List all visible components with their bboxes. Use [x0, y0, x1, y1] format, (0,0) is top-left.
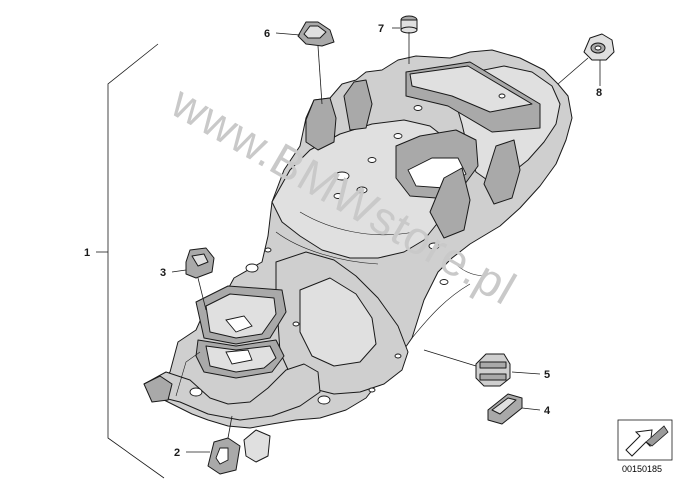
rubber-damper-part-5 [475, 353, 511, 387]
callout-8: 8 [596, 87, 602, 99]
expansion-rivet-part-8 [583, 33, 615, 61]
leader-lines [96, 27, 601, 479]
clip-nut-part-3 [185, 247, 215, 279]
callout-3: 3 [160, 267, 166, 279]
callout-labels: 1 2 3 4 5 6 7 8 [84, 23, 602, 459]
bracket-clip-part-2 [207, 429, 271, 475]
callout-4: 4 [544, 405, 551, 417]
rear-frame-assembly [143, 49, 573, 429]
callout-2: 2 [174, 447, 180, 459]
diagram-reference-number: 00150185 [622, 464, 662, 474]
callout-1: 1 [84, 247, 90, 259]
grommet-part-7 [400, 15, 418, 34]
view-direction-box: 00150185 [617, 419, 673, 474]
callout-6: 6 [264, 28, 270, 40]
rubber-pad-part-4 [487, 393, 523, 425]
callout-5: 5 [544, 369, 550, 381]
arrow-icon [625, 425, 669, 457]
spring-clip-part-6 [297, 21, 335, 47]
callout-7: 7 [378, 23, 384, 35]
